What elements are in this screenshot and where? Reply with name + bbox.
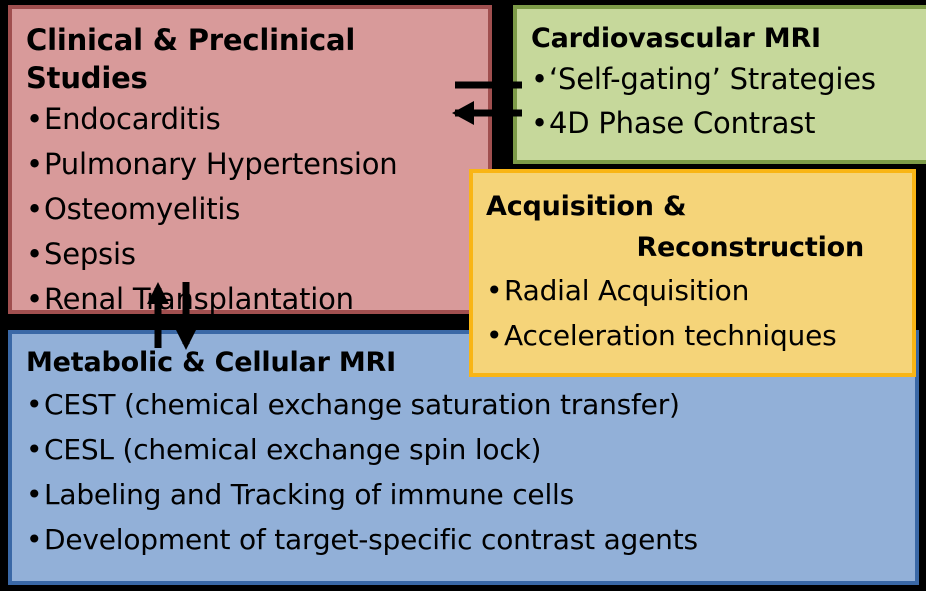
list-item: •Development of target-specific contrast… <box>26 517 903 562</box>
box-cardiovascular-list: •‘Self-gating’ Strategies •4D Phase Cont… <box>531 57 914 145</box>
box-acquisition-reconstruction[interactable]: Acquisition & Reconstruction •Radial Acq… <box>469 169 916 377</box>
list-item: •Radial Acquisition <box>486 268 900 313</box>
list-item: •Acceleration techniques <box>486 313 900 358</box>
box-acquisition-title-line2: Reconstruction <box>636 232 864 263</box>
bullet-icon: • <box>26 523 43 556</box>
list-item-label: Radial Acquisition <box>504 274 750 307</box>
bullet-icon: • <box>26 102 43 136</box>
bullet-icon: • <box>486 319 503 352</box>
box-acquisition-title-line1: Acquisition & <box>486 191 687 222</box>
list-item: •Renal Transplantation <box>26 277 474 322</box>
arrowhead-up-icon <box>147 282 169 304</box>
list-item-label: Development of target-specific contrast … <box>44 523 698 556</box>
list-item: •‘Self-gating’ Strategies <box>531 57 914 101</box>
list-item: •CESL (chemical exchange spin lock) <box>26 427 903 472</box>
bullet-icon: • <box>26 282 43 316</box>
list-item: •CEST (chemical exchange saturation tran… <box>26 382 903 427</box>
box-clinical-list: •Endocarditis •Pulmonary Hypertension •O… <box>26 97 474 322</box>
box-clinical-preclinical-studies[interactable]: Clinical & Preclinical Studies •Endocard… <box>8 5 492 316</box>
bullet-icon: • <box>486 274 503 307</box>
bullet-icon: • <box>26 237 43 271</box>
box-metabolic-title: Metabolic & Cellular MRI <box>26 347 396 378</box>
bullet-icon: • <box>26 478 43 511</box>
box-clinical-title: Clinical & Preclinical Studies <box>26 23 356 95</box>
list-item: •Osteomyelitis <box>26 187 474 232</box>
arrowhead-down-icon <box>175 328 197 350</box>
box-acquisition-list: •Radial Acquisition •Acceleration techni… <box>486 268 900 358</box>
box-metabolic-list: •CEST (chemical exchange saturation tran… <box>26 382 903 562</box>
list-item-label: Osteomyelitis <box>44 192 241 226</box>
bullet-icon: • <box>26 192 43 226</box>
list-item: •Sepsis <box>26 232 474 277</box>
list-item: •Labeling and Tracking of immune cells <box>26 472 903 517</box>
list-item-label: Endocarditis <box>44 102 221 136</box>
bullet-icon: • <box>531 106 548 140</box>
bullet-icon: • <box>26 433 43 466</box>
bullet-icon: • <box>531 62 548 96</box>
list-item-label: Sepsis <box>44 237 136 271</box>
connector-metabolic-to-clinical <box>147 282 197 350</box>
list-item-label: Pulmonary Hypertension <box>44 147 398 181</box>
box-cardiovascular-title: Cardiovascular MRI <box>531 23 821 54</box>
list-item-label: Renal Transplantation <box>44 282 354 316</box>
list-item: •Pulmonary Hypertension <box>26 142 474 187</box>
list-item-label: CESL (chemical exchange spin lock) <box>44 433 542 466</box>
bullet-icon: • <box>26 388 43 421</box>
list-item-label: CEST (chemical exchange saturation trans… <box>44 388 680 421</box>
bullet-icon: • <box>26 147 43 181</box>
list-item-label: Acceleration techniques <box>504 319 837 352</box>
list-item: •Endocarditis <box>26 97 474 142</box>
list-item: •4D Phase Contrast <box>531 101 914 145</box>
list-item-label: ‘Self-gating’ Strategies <box>549 62 876 96</box>
box-cardiovascular-mri[interactable]: Cardiovascular MRI •‘Self-gating’ Strate… <box>513 5 926 164</box>
list-item-label: 4D Phase Contrast <box>549 106 816 140</box>
list-item-label: Labeling and Tracking of immune cells <box>44 478 574 511</box>
connector-cardio-to-clinical <box>452 81 522 125</box>
arrowhead-left-icon <box>452 101 474 125</box>
